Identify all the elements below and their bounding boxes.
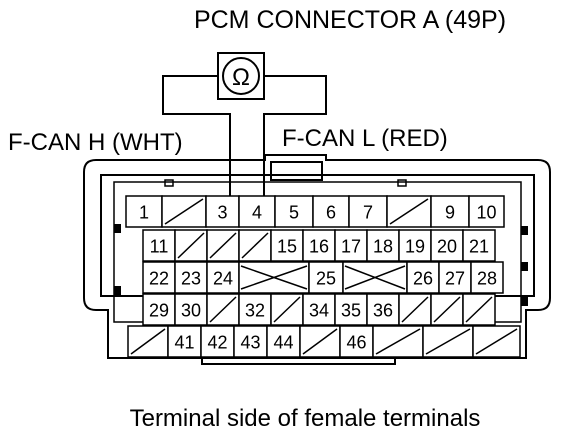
terminal-label: 32 xyxy=(245,301,265,321)
terminal-label: 43 xyxy=(240,333,260,353)
terminal-empty xyxy=(270,293,304,326)
terminal-label: 7 xyxy=(363,203,373,223)
terminal-empty xyxy=(398,293,432,326)
terminal-label: 23 xyxy=(181,269,201,289)
label-fcan-l: F-CAN L (RED) xyxy=(282,125,448,152)
terminal-label: 9 xyxy=(445,203,455,223)
terminal-label: 26 xyxy=(413,269,433,289)
ohm-symbol: Ω xyxy=(232,64,250,91)
terminal-24: 24 xyxy=(206,261,240,294)
terminal-label: 4 xyxy=(252,203,262,223)
terminal-label: 6 xyxy=(326,203,336,223)
terminal-empty xyxy=(238,229,272,262)
terminal-label: 46 xyxy=(346,333,366,353)
terminal-label: 27 xyxy=(445,269,465,289)
lead-wire-h xyxy=(162,75,231,198)
terminal-43: 43 xyxy=(233,325,268,358)
terminal-label: 36 xyxy=(373,301,393,321)
terminal-6: 6 xyxy=(312,195,350,228)
terminal-label: 19 xyxy=(405,237,425,257)
terminal-7: 7 xyxy=(348,195,388,228)
terminal-5: 5 xyxy=(274,195,314,228)
terminal-label: 21 xyxy=(469,237,489,257)
terminal-26: 26 xyxy=(406,261,440,294)
label-fcan-h: F-CAN H (WHT) xyxy=(8,129,183,156)
terminal-label: 5 xyxy=(289,203,299,223)
terminal-label: 44 xyxy=(273,333,293,353)
terminal-label: 29 xyxy=(149,301,169,321)
terminal-25: 25 xyxy=(308,261,344,294)
terminal-46: 46 xyxy=(339,325,374,358)
terminal-label: 35 xyxy=(341,301,361,321)
terminal-21: 21 xyxy=(462,229,496,262)
terminal-empty xyxy=(462,293,496,326)
terminal-empty xyxy=(206,293,240,326)
terminal-label: 17 xyxy=(341,237,361,257)
terminal-15: 15 xyxy=(270,229,304,262)
terminal-41: 41 xyxy=(167,325,202,358)
terminal-3: 3 xyxy=(205,195,240,228)
terminal-empty xyxy=(372,325,424,358)
terminal-11: 11 xyxy=(142,229,176,262)
terminal-42: 42 xyxy=(200,325,235,358)
terminal-label: 30 xyxy=(181,301,201,321)
terminal-34: 34 xyxy=(302,293,336,326)
ohmmeter-icon: Ω xyxy=(217,52,265,100)
terminal-17: 17 xyxy=(334,229,368,262)
terminal-empty xyxy=(342,261,408,294)
terminal-empty xyxy=(386,195,432,228)
terminal-30: 30 xyxy=(174,293,208,326)
lead-wire-l xyxy=(263,75,327,198)
terminal-label: 22 xyxy=(149,269,169,289)
terminal-28: 28 xyxy=(470,261,504,294)
terminal-35: 35 xyxy=(334,293,368,326)
terminal-36: 36 xyxy=(366,293,400,326)
terminal-19: 19 xyxy=(398,229,432,262)
terminal-20: 20 xyxy=(430,229,464,262)
terminal-label: 11 xyxy=(150,237,169,257)
connector-housing xyxy=(83,154,551,365)
terminal-16: 16 xyxy=(302,229,336,262)
terminal-label: 34 xyxy=(309,301,329,321)
terminal-label: 42 xyxy=(207,333,227,353)
terminal-29: 29 xyxy=(142,293,176,326)
terminal-1: 1 xyxy=(125,195,163,228)
diagram-title: PCM CONNECTOR A (49P) xyxy=(194,6,506,34)
terminal-label: 18 xyxy=(373,237,393,257)
terminal-18: 18 xyxy=(366,229,400,262)
terminal-label: 1 xyxy=(139,203,149,223)
terminal-empty xyxy=(238,261,310,294)
terminal-label: 20 xyxy=(437,237,457,257)
terminal-23: 23 xyxy=(174,261,208,294)
terminal-label: 28 xyxy=(477,269,497,289)
terminal-label: 10 xyxy=(476,203,496,223)
terminal-32: 32 xyxy=(238,293,272,326)
terminal-empty xyxy=(127,325,169,358)
terminal-label: 15 xyxy=(277,237,297,257)
terminal-27: 27 xyxy=(438,261,472,294)
terminal-empty xyxy=(472,325,521,358)
terminal-10: 10 xyxy=(468,195,505,228)
terminal-label: 41 xyxy=(174,333,194,353)
terminal-label: 25 xyxy=(316,269,336,289)
caption: Terminal side of female terminals xyxy=(130,405,481,432)
terminal-label: 16 xyxy=(309,237,329,257)
terminal-empty xyxy=(206,229,240,262)
terminal-label: 24 xyxy=(213,269,233,289)
terminal-empty xyxy=(299,325,341,358)
terminal-empty xyxy=(161,195,207,228)
terminal-22: 22 xyxy=(142,261,176,294)
terminal-4: 4 xyxy=(238,195,276,228)
terminal-44: 44 xyxy=(266,325,301,358)
terminal-empty xyxy=(430,293,464,326)
terminal-label: 3 xyxy=(217,203,227,223)
terminal-empty xyxy=(174,229,208,262)
terminal-empty xyxy=(422,325,474,358)
terminal-9: 9 xyxy=(430,195,470,228)
